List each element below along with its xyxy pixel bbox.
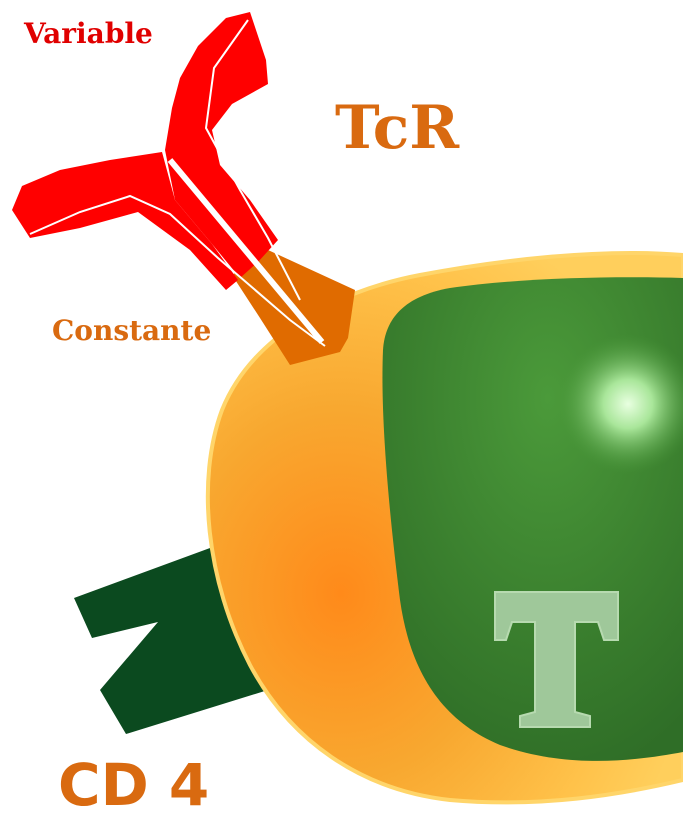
tcr-receptor bbox=[12, 12, 355, 365]
label-constant: Constante bbox=[52, 314, 211, 347]
label-cd4: CD 4 bbox=[58, 751, 209, 818]
label-tcr: TcR bbox=[335, 93, 460, 163]
label-variable: Variable bbox=[23, 17, 153, 50]
